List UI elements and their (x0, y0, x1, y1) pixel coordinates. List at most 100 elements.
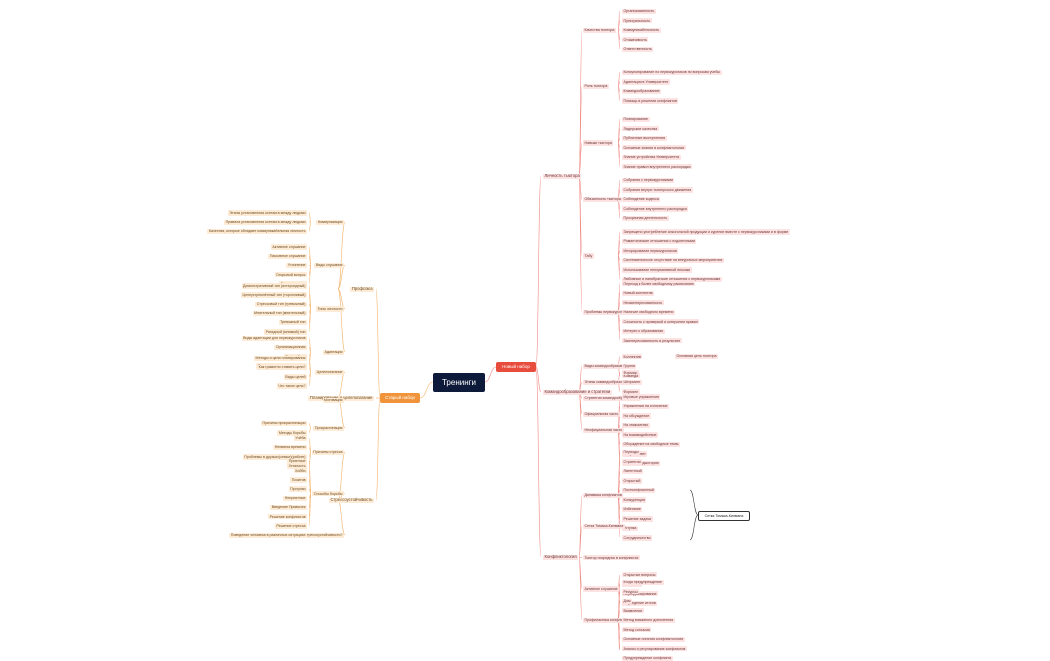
new-leaf-label[interactable]: Стратегии (622, 459, 643, 465)
new-leaf-label[interactable]: Игровые упражнения (622, 394, 661, 400)
new-leaf-label[interactable]: Упражнения на сплочение (622, 403, 670, 410)
new-child-label[interactable]: Навыки тьютора (583, 140, 614, 146)
old-leaf-label[interactable]: Качества, которые обладает коммуникабель… (207, 228, 307, 235)
old-child-label[interactable]: Способы борьбы (312, 491, 344, 497)
new-leaf-label[interactable]: Периоды (622, 449, 641, 456)
old-leaf-label[interactable]: Правила установления контакта между людь… (224, 219, 307, 225)
old-leaf-label[interactable]: Этапы установления контакта между людьми (227, 210, 307, 216)
old-leaf-label[interactable]: Пассивное слушание (268, 253, 307, 260)
new-child-label[interactable]: Официальная часть (583, 411, 620, 417)
old-leaf-label[interactable]: Мнительный тип (мнительный) (252, 310, 307, 317)
new-leaf-label[interactable]: Прозрачная деятельность (622, 215, 669, 222)
old-leaf-label[interactable]: Целеустремлённый тип (торопливый) (240, 292, 307, 298)
new-leaf-label[interactable]: Лидерские качества (622, 126, 659, 132)
new-leaf-label[interactable]: Перефразирование (622, 591, 659, 597)
old-leaf-label[interactable]: Нехватка времени (273, 444, 307, 451)
old-set-node[interactable]: Старый набор (380, 393, 420, 403)
new-set-node[interactable]: Новый набор (496, 362, 536, 372)
old-leaf-label[interactable]: Решение конфликтов (268, 514, 307, 520)
new-child-label[interactable]: Табу (583, 253, 594, 259)
new-leaf-label[interactable]: Открытые вопросы (622, 572, 658, 578)
new-leaf-label[interactable]: Уступка (622, 525, 638, 532)
new-leaf-label[interactable]: Организованность (622, 8, 656, 14)
new-leaf-label[interactable]: Адаптация в Университете (622, 79, 670, 85)
new-leaf-label[interactable]: Публичные выступления (622, 135, 667, 141)
old-leaf-label[interactable]: Стрессовый тип (тревожный) (255, 301, 307, 307)
new-leaf-label[interactable]: Планирование (622, 116, 650, 122)
old-group-label[interactable]: Профсоюз (350, 286, 374, 292)
old-leaf-label[interactable]: Прогулки (288, 486, 307, 492)
new-leaf-label[interactable]: Шторминг (622, 379, 642, 385)
new-child-label[interactable]: Тьютор посредник в конфликтах (583, 555, 640, 561)
old-leaf-label[interactable]: Виды адаптации для первокурсников (241, 335, 307, 342)
old-leaf-label[interactable]: Как грамотно ставить цели? (257, 364, 307, 371)
old-leaf-label[interactable]: Что такое цель? (276, 383, 307, 389)
new-leaf-label[interactable]: Новый коллектив (622, 290, 654, 296)
new-leaf-label[interactable]: Собрания внутри тьюторского движения (622, 187, 693, 193)
old-leaf-label[interactable]: Усталость (287, 463, 307, 469)
old-leaf-label[interactable]: Позитив (290, 477, 307, 483)
new-leaf-label[interactable]: Анализ и регулирование конфликтов (622, 646, 687, 652)
new-leaf-label[interactable]: Коллектив (622, 354, 643, 360)
old-leaf-label[interactable]: Открытый вопрос (274, 272, 307, 278)
new-leaf-label[interactable]: Игнорирование первокурсников (622, 248, 679, 254)
old-leaf-label[interactable]: Методы и цели планирования (254, 355, 307, 362)
new-child-label[interactable]: Обязанность тьютора (583, 196, 623, 203)
new-leaf-label[interactable]: Интерес к образованию (622, 328, 665, 334)
old-leaf-label[interactable]: Уточнение (286, 262, 307, 269)
new-leaf-label[interactable]: Метод согласия (622, 627, 652, 633)
new-leaf-label[interactable]: Заинтересованность в результате (622, 338, 682, 344)
new-leaf-label[interactable]: Соблюдение внутреннего распорядка (622, 206, 689, 212)
old-group-label[interactable]: Стрессоустойчивость (328, 497, 374, 503)
new-group-label[interactable]: Конфликтология (543, 554, 579, 560)
new-leaf-label[interactable]: Основные знания в конфликтологии (622, 145, 686, 151)
old-leaf-label[interactable]: Активное слушание (270, 244, 307, 250)
new-leaf-label[interactable]: Коммуникабельность (622, 27, 661, 33)
new-leaf-label[interactable]: Предупреждение конфликта (622, 655, 673, 661)
old-child-label[interactable]: Адаптация (322, 349, 344, 355)
new-leaf-label[interactable]: Сложность с проверкой и контролем правил (622, 319, 700, 325)
new-leaf-label[interactable]: Ответственность (622, 46, 654, 52)
old-child-label[interactable]: Мотивация (322, 397, 344, 403)
new-leaf-label[interactable]: Сотрудничество (622, 535, 653, 541)
new-child-label[interactable]: Качества тьютора (583, 27, 616, 33)
new-leaf-label[interactable]: Форминг (622, 389, 640, 395)
new-extra-label[interactable]: Основная цель тьютора (675, 353, 719, 359)
new-leaf-label[interactable]: Решение задачи (622, 516, 653, 522)
new-leaf-label[interactable]: Латентный (622, 468, 644, 475)
new-child-label[interactable]: Проблемы первокурсников (583, 309, 632, 315)
new-child-label[interactable]: Активное слушание (583, 586, 620, 592)
new-child-label[interactable]: Профилактика конфликтов (583, 617, 632, 623)
new-leaf-label[interactable]: Постконфликтный (622, 487, 656, 494)
old-leaf-label[interactable]: Методы борьбы (277, 430, 307, 436)
new-leaf-label[interactable]: Командообразование (622, 88, 662, 95)
new-leaf-label[interactable]: Избегание (622, 506, 643, 513)
old-child-label[interactable]: Причины стресса (311, 449, 344, 455)
new-leaf-label[interactable]: На знакомство (622, 422, 650, 429)
new-child-label[interactable]: Неофициальная часть (583, 427, 624, 433)
old-child-label[interactable]: Нуждающиеся в стрессоустойчивости? (275, 532, 344, 538)
new-child-label[interactable]: Роль тьютора (583, 83, 609, 90)
new-child-label[interactable]: Виды командообразования (583, 363, 632, 369)
new-leaf-label[interactable]: Выявление (622, 608, 644, 614)
old-child-label[interactable]: Целеполагание (315, 369, 344, 375)
old-leaf-label[interactable]: Проблемы в друзьях(семье)(работе) (242, 454, 307, 460)
new-group-label[interactable]: Командообразование и стратегии (543, 389, 612, 395)
new-leaf-label[interactable]: На взаимодействие (622, 432, 658, 438)
old-leaf-label[interactable]: Причины прокрастинации (260, 420, 307, 427)
new-leaf-label[interactable]: Помощь в решении конфликтов (622, 98, 679, 104)
new-leaf-label[interactable]: На обсуждение (622, 413, 651, 419)
new-leaf-label[interactable]: Пунктуальность (622, 18, 652, 24)
new-leaf-label[interactable]: Основные понятия конфликтологии (622, 636, 685, 642)
old-leaf-label[interactable]: Виды целей (283, 374, 307, 380)
old-leaf-label[interactable]: Ригидный (мнимый) тип (264, 329, 307, 335)
new-leaf-label[interactable]: Переход к более свободному расписанию (622, 281, 696, 287)
new-group-label[interactable]: Личность тьютора (543, 173, 582, 179)
thomas-kilmann-frame[interactable]: Сетка Томаса-Килмана (698, 511, 750, 521)
new-leaf-label[interactable]: Любовные и панибратские отношения с перв… (622, 276, 722, 283)
old-child-label[interactable]: Типы личности (316, 306, 344, 312)
new-leaf-label[interactable]: Соблюдение кодекса (622, 196, 661, 203)
new-leaf-label[interactable]: Незаинтересованность (622, 300, 664, 306)
new-leaf-label[interactable]: Наличие свободного времени (622, 309, 675, 315)
old-leaf-label[interactable]: Приятные (287, 458, 307, 465)
